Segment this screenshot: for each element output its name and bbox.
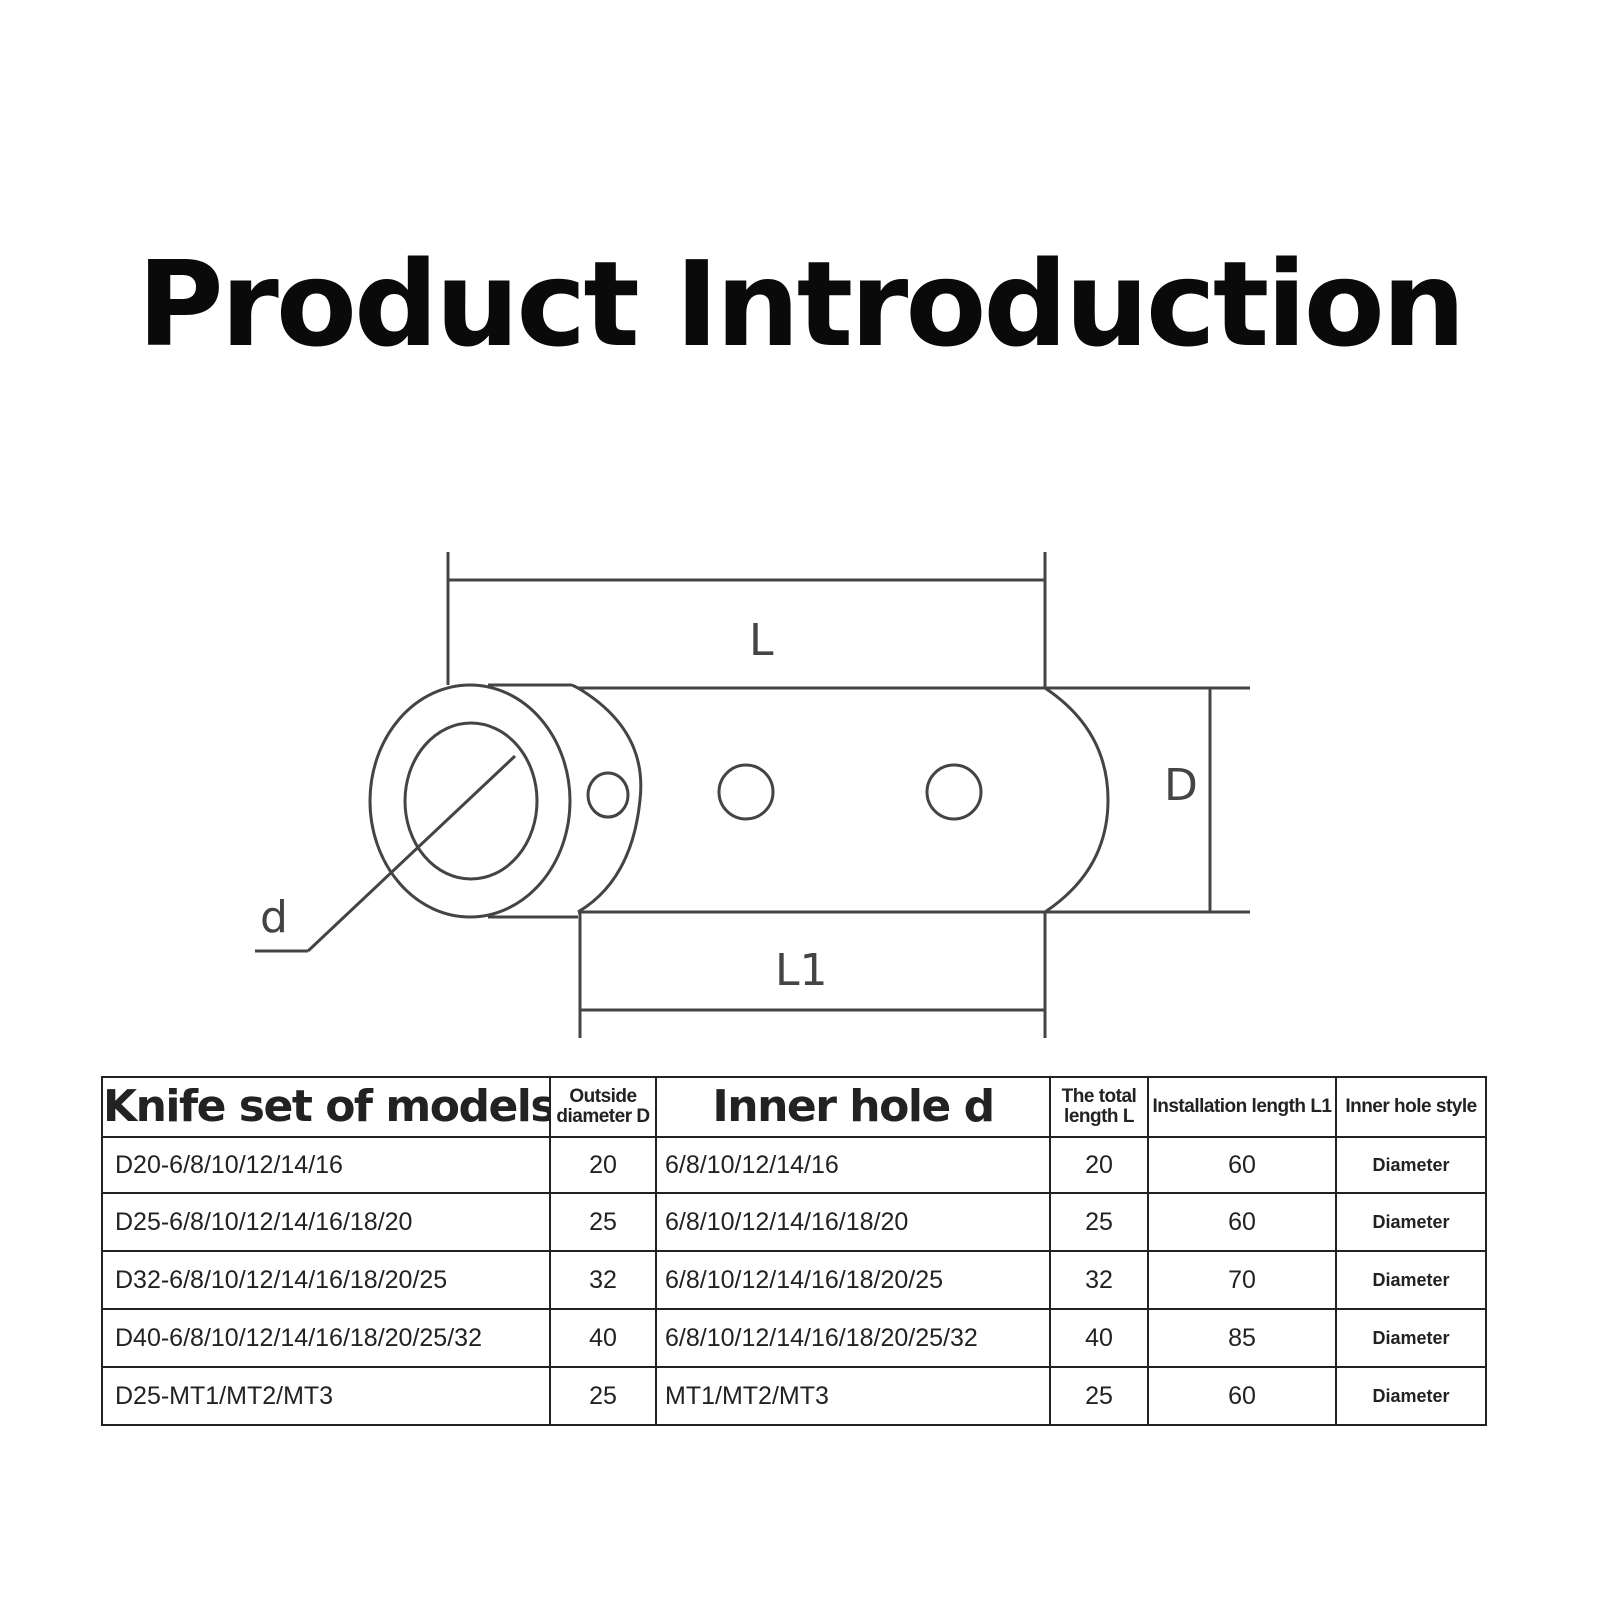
label-L1: L1 [775,945,828,996]
cell-installation-length: 85 [1147,1308,1337,1368]
header-inner-hole-style: Inner hole style [1335,1076,1487,1138]
cell-inner-hole: 6/8/10/12/14/16/18/20/25 [655,1250,1051,1310]
table-header-row: Knife set of models Outside diameter D I… [101,1076,1487,1138]
cell-outside-diameter: 20 [549,1136,657,1194]
cell-inner-hole: 6/8/10/12/14/16/18/20 [655,1192,1051,1252]
cell-inner-hole-style: Diameter [1335,1192,1487,1252]
outer-ring [368,683,572,919]
screw-hole-1 [586,771,630,819]
header-total-length: The total length L [1049,1076,1149,1138]
cell-outside-diameter: 25 [549,1192,657,1252]
header-models: Knife set of models [101,1076,551,1138]
cell-outside-diameter: 40 [549,1308,657,1368]
cell-inner-hole-style: Diameter [1335,1136,1487,1194]
cell-inner-hole: 6/8/10/12/14/16 [655,1136,1051,1194]
cell-total-length: 20 [1049,1136,1149,1194]
cell-model: D25-MT1/MT2/MT3 [101,1366,551,1426]
cell-inner-hole-style: Diameter [1335,1366,1487,1426]
cell-inner-hole: 6/8/10/12/14/16/18/20/25/32 [655,1308,1051,1368]
header-installation-length: Installation length L1 [1147,1076,1337,1138]
cell-model: D32-6/8/10/12/14/16/18/20/25 [101,1250,551,1310]
header-outside-diameter: Outside diameter D [549,1076,657,1138]
cell-inner-hole-style: Diameter [1335,1250,1487,1310]
cell-total-length: 25 [1049,1192,1149,1252]
cell-model: D20-6/8/10/12/14/16 [101,1136,551,1194]
header-inner-hole: Inner hole d [655,1076,1051,1138]
technical-drawing: L D d L1 [255,552,1250,1038]
flat-notch-edge [571,683,1045,690]
cell-model: D25-6/8/10/12/14/16/18/20 [101,1192,551,1252]
page-title: Product Introduction [137,235,1466,373]
spec-table: Knife set of models Outside diameter D I… [101,1076,1487,1426]
cell-installation-length: 70 [1147,1250,1337,1310]
cell-outside-diameter: 32 [549,1250,657,1310]
cell-inner-hole-style: Diameter [1335,1308,1487,1368]
inner-bore [403,721,539,881]
label-d: d [260,892,288,943]
header-outside-diameter-text: Outside diameter D [556,1086,650,1127]
dim-d-leader [306,754,517,953]
cell-installation-length: 60 [1147,1192,1337,1252]
header-total-length-text: The total length L [1061,1086,1137,1127]
cell-outside-diameter: 25 [549,1366,657,1426]
cell-total-length: 32 [1049,1250,1149,1310]
cell-inner-hole: MT1/MT2/MT3 [655,1366,1051,1426]
right-end-curve [1044,686,1110,914]
cell-model: D40-6/8/10/12/14/16/18/20/25/32 [101,1308,551,1368]
screw-hole-2 [717,763,775,821]
cell-total-length: 40 [1049,1308,1149,1368]
cell-installation-length: 60 [1147,1136,1337,1194]
label-L: L [749,615,774,666]
screw-hole-3 [925,763,983,821]
cell-total-length: 25 [1049,1366,1149,1426]
flat-notch-curve [577,686,643,914]
cell-installation-length: 60 [1147,1366,1337,1426]
label-D: D [1164,760,1198,811]
